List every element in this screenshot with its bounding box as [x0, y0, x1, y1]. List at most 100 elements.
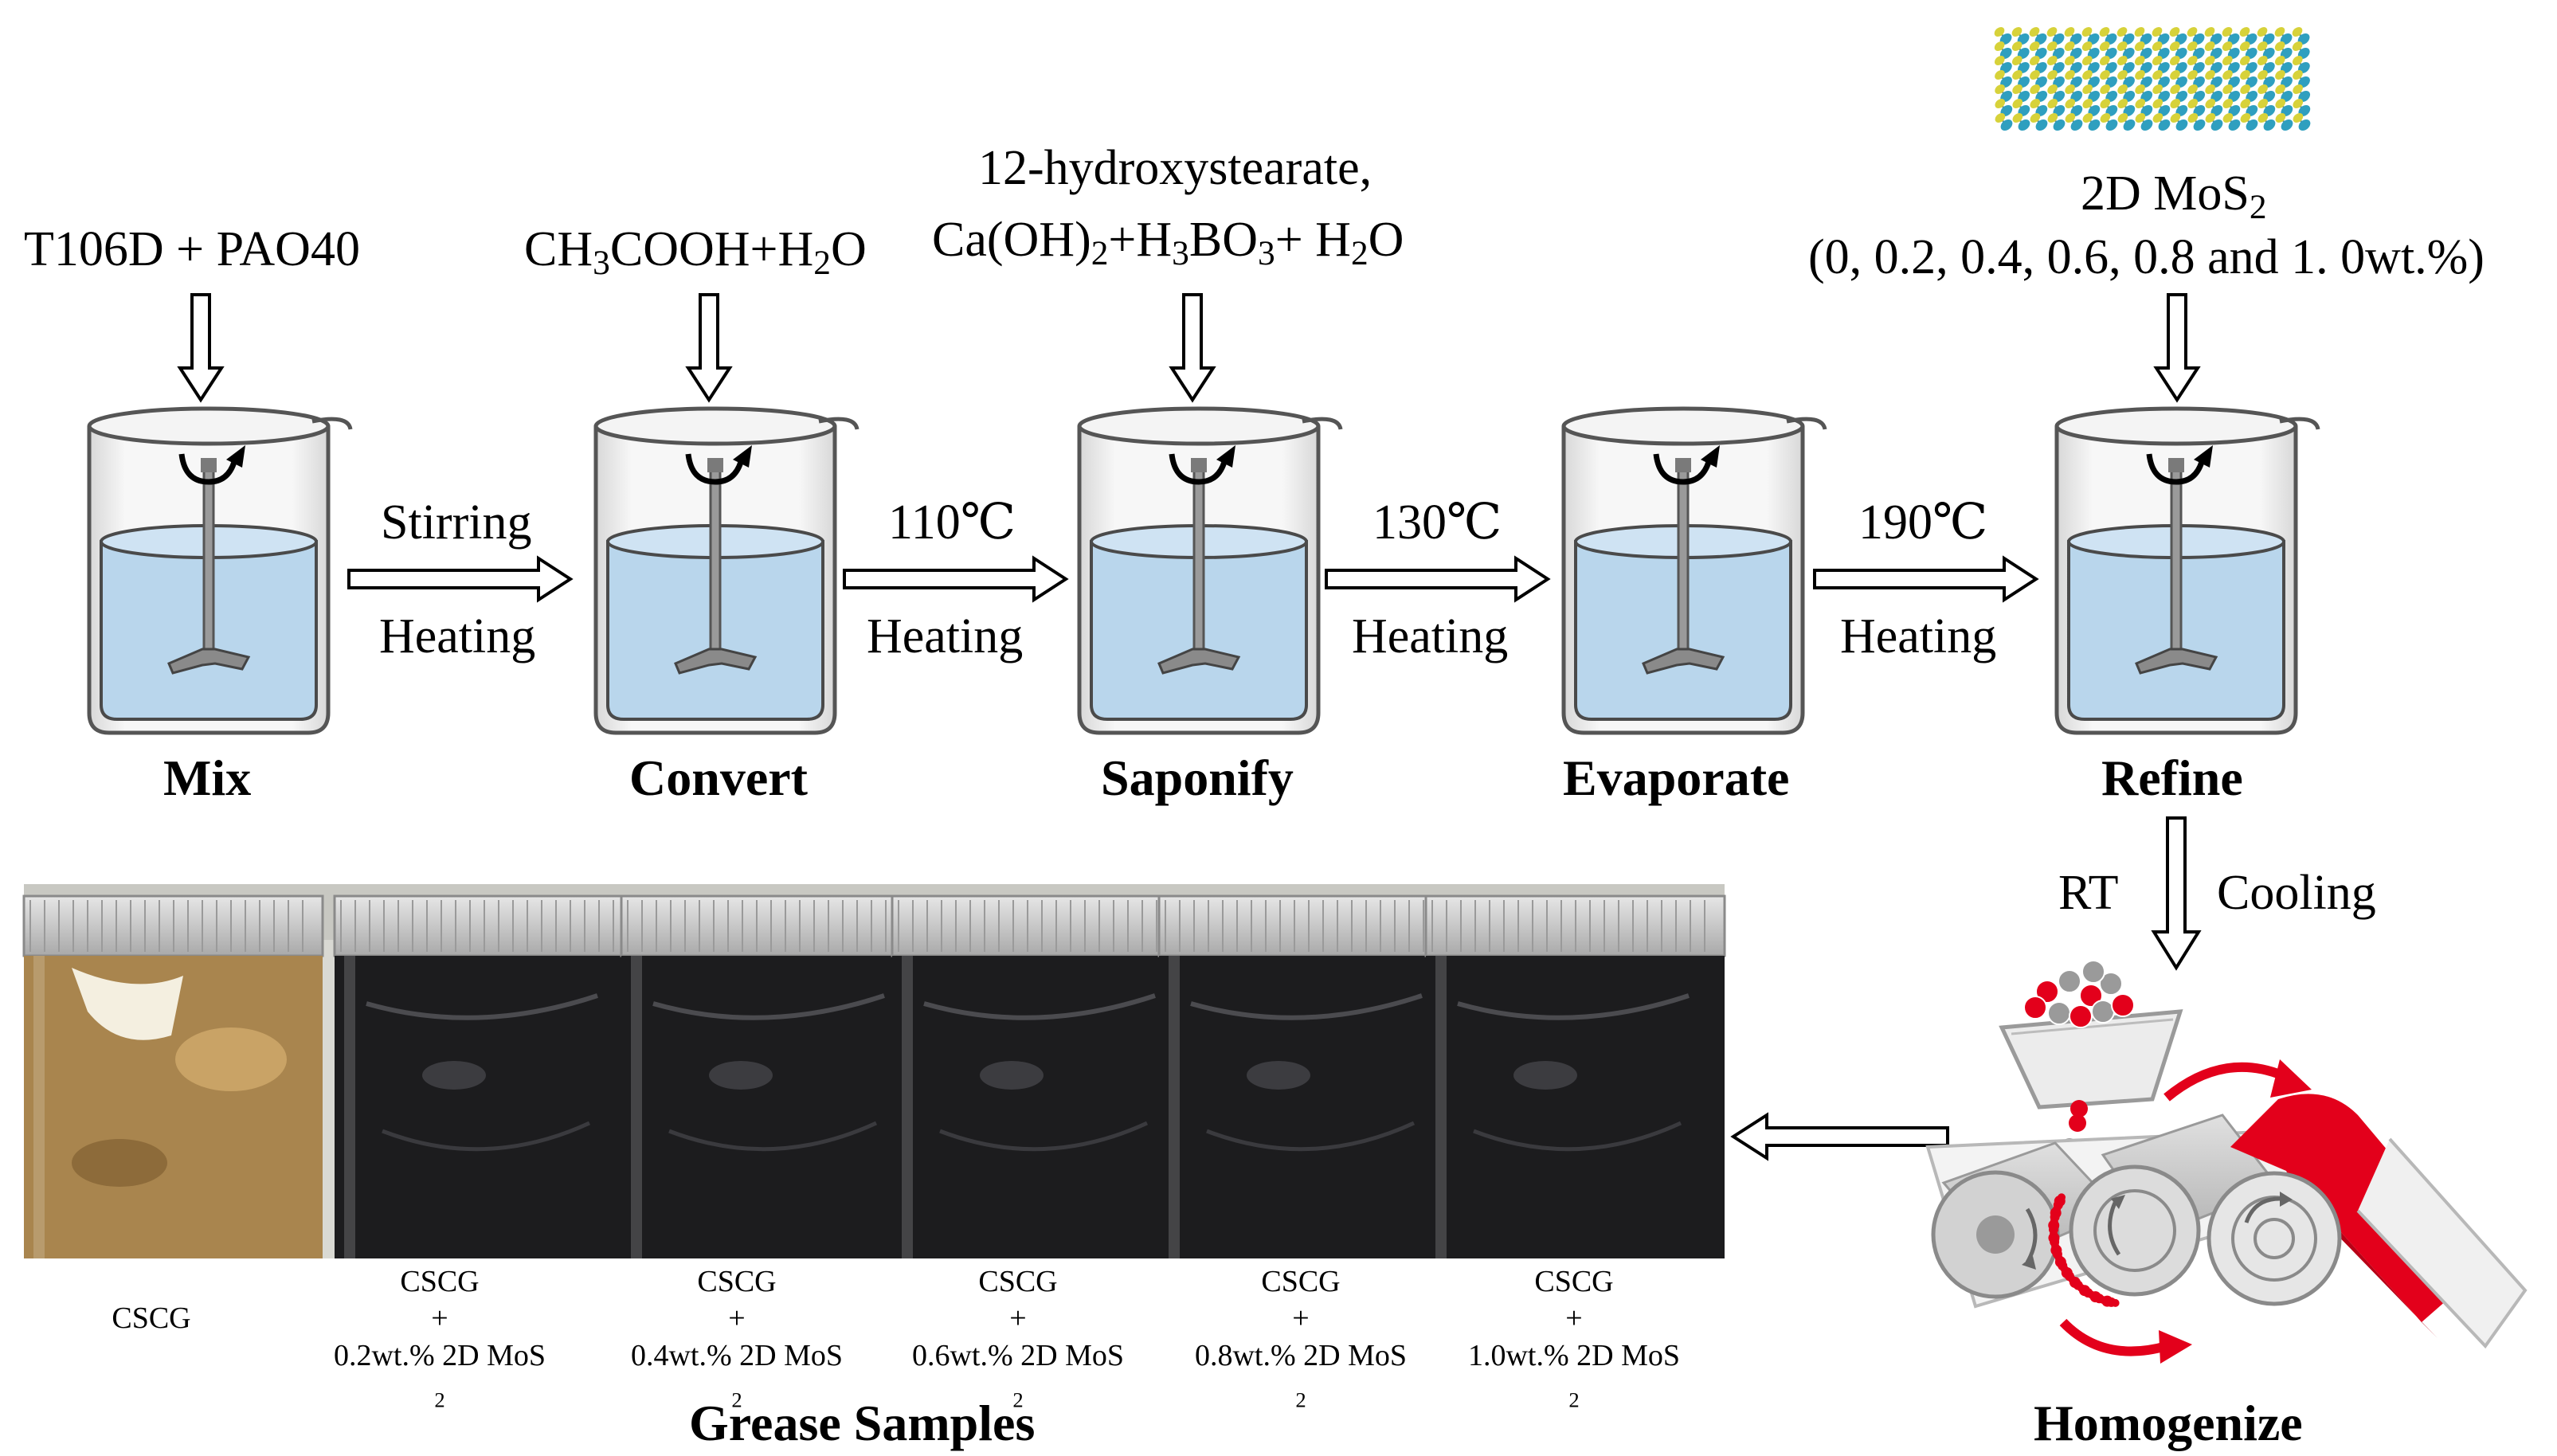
molybdenum-atom — [2175, 119, 2188, 131]
sulfur-atom — [2047, 99, 2058, 108]
sulfur-atom — [2292, 27, 2303, 37]
material-ball — [2069, 1004, 2093, 1028]
molybdenum-atom — [2000, 105, 2013, 116]
sulfur-atom — [2257, 84, 2268, 94]
sulfur-atom — [2030, 70, 2040, 80]
molybdenum-atom — [2053, 119, 2066, 131]
sulfur-atom — [2204, 41, 2215, 51]
cooling-right-label: Cooling — [2217, 866, 2376, 920]
material-ball — [2079, 984, 2103, 1008]
material-ball — [2099, 972, 2123, 996]
sulfur-atom — [2257, 99, 2269, 108]
sulfur-atom — [2135, 84, 2145, 94]
molybdenum-atom — [2123, 105, 2136, 116]
molybdenum-atom — [2053, 62, 2065, 73]
molybdenum-atom — [2281, 105, 2293, 116]
material-ball — [2035, 980, 2059, 1004]
transition-3-top: 130℃ — [1372, 495, 1502, 550]
molybdenum-atom — [2035, 119, 2048, 131]
transition-arrow-4 — [1813, 557, 2038, 601]
sulfur-atom — [2239, 27, 2250, 37]
sample-jar — [1157, 894, 1459, 1258]
sulfur-atom — [2099, 41, 2110, 51]
molybdenum-atom — [2298, 91, 2311, 102]
molybdenum-atom — [2018, 105, 2030, 116]
sulfur-atom — [2257, 56, 2268, 65]
sulfur-atom — [2012, 70, 2022, 80]
molybdenum-atom — [2158, 62, 2170, 73]
molybdenum-atom — [2018, 62, 2030, 73]
sulfur-atom — [2204, 27, 2215, 37]
sulfur-atom — [2082, 84, 2093, 94]
sulfur-atom — [2275, 70, 2285, 80]
sulfur-atom — [2205, 84, 2215, 94]
sulfur-atom — [2099, 56, 2110, 65]
sulfur-atom — [2011, 56, 2022, 65]
molybdenum-atom — [2298, 119, 2311, 131]
sulfur-atom — [2117, 84, 2128, 94]
sulfur-atom — [2082, 70, 2093, 80]
sulfur-atom — [2100, 84, 2110, 94]
molybdenum-atom — [2263, 62, 2275, 73]
transition-3-bottom: Heating — [1352, 609, 1509, 663]
sulfur-atom — [2100, 70, 2110, 80]
molybdenum-atom — [2158, 105, 2171, 116]
sulfur-atom — [1994, 27, 2005, 37]
sulfur-atom — [2081, 56, 2093, 65]
sulfur-atom — [2222, 70, 2233, 80]
sulfur-atom — [2187, 27, 2198, 37]
molybdenum-atom — [2035, 91, 2048, 102]
sulfur-atom — [2152, 84, 2163, 94]
sulfur-atom — [2152, 113, 2163, 123]
sulfur-atom — [2012, 113, 2023, 123]
sulfur-atom — [2204, 56, 2215, 65]
input-refine-label-2: (0, 0.2, 0.4, 0.6, 0.8 and 1. 0wt.%) — [1808, 230, 2485, 284]
sulfur-atom — [2239, 41, 2250, 51]
molybdenum-atom — [2070, 105, 2083, 116]
molybdenum-atom — [2140, 105, 2153, 116]
sulfur-atom — [2275, 84, 2285, 94]
input-saponify-label-1: 12-hydroxystearate, — [978, 141, 1372, 195]
molybdenum-atom — [2157, 33, 2170, 45]
sulfur-atom — [2081, 41, 2093, 51]
sulfur-atom — [2274, 41, 2285, 51]
sulfur-atom — [2292, 41, 2303, 51]
sulfur-atom — [2222, 113, 2234, 123]
molybdenum-atom — [2140, 48, 2152, 59]
molybdenum-atom — [2298, 76, 2310, 88]
sulfur-atom — [2240, 99, 2251, 108]
molybdenum-atom — [2210, 33, 2222, 45]
molybdenum-atom — [2298, 105, 2311, 116]
sulfur-atom — [2116, 27, 2128, 37]
sulfur-atom — [2169, 27, 2180, 37]
cooling-arrow — [2151, 816, 2202, 971]
molybdenum-atom — [2281, 91, 2293, 102]
molybdenum-atom — [2228, 105, 2241, 116]
molybdenum-atom — [2246, 76, 2257, 88]
sulfur-atom — [2012, 84, 2022, 94]
sulfur-atom — [2222, 56, 2233, 65]
molybdenum-atom — [2088, 76, 2100, 88]
three-roll-mill — [1925, 960, 2528, 1364]
molybdenum-atom — [2228, 91, 2241, 102]
molybdenum-atom — [2052, 33, 2065, 45]
sulfur-atom — [2293, 84, 2303, 94]
molybdenum-atom — [2018, 91, 2030, 102]
sample-jar — [333, 894, 635, 1258]
sulfur-atom — [2099, 27, 2110, 37]
molybdenum-atom — [2105, 62, 2117, 73]
molybdenum-atom — [2246, 105, 2258, 116]
sulfur-atom — [2292, 56, 2303, 65]
sulfur-atom — [2046, 27, 2058, 37]
sulfur-atom — [2082, 99, 2093, 108]
material-ball — [2023, 996, 2047, 1020]
sulfur-atom — [2065, 99, 2076, 108]
input-convert-label: CH3COOH+H2O — [524, 222, 867, 282]
molybdenum-atom — [2140, 76, 2152, 88]
molybdenum-atom — [2262, 48, 2275, 59]
molybdenum-atom — [2035, 76, 2047, 88]
molybdenum-atom — [2262, 33, 2275, 45]
sulfur-atom — [2117, 99, 2128, 108]
sulfur-atom — [2187, 41, 2198, 51]
